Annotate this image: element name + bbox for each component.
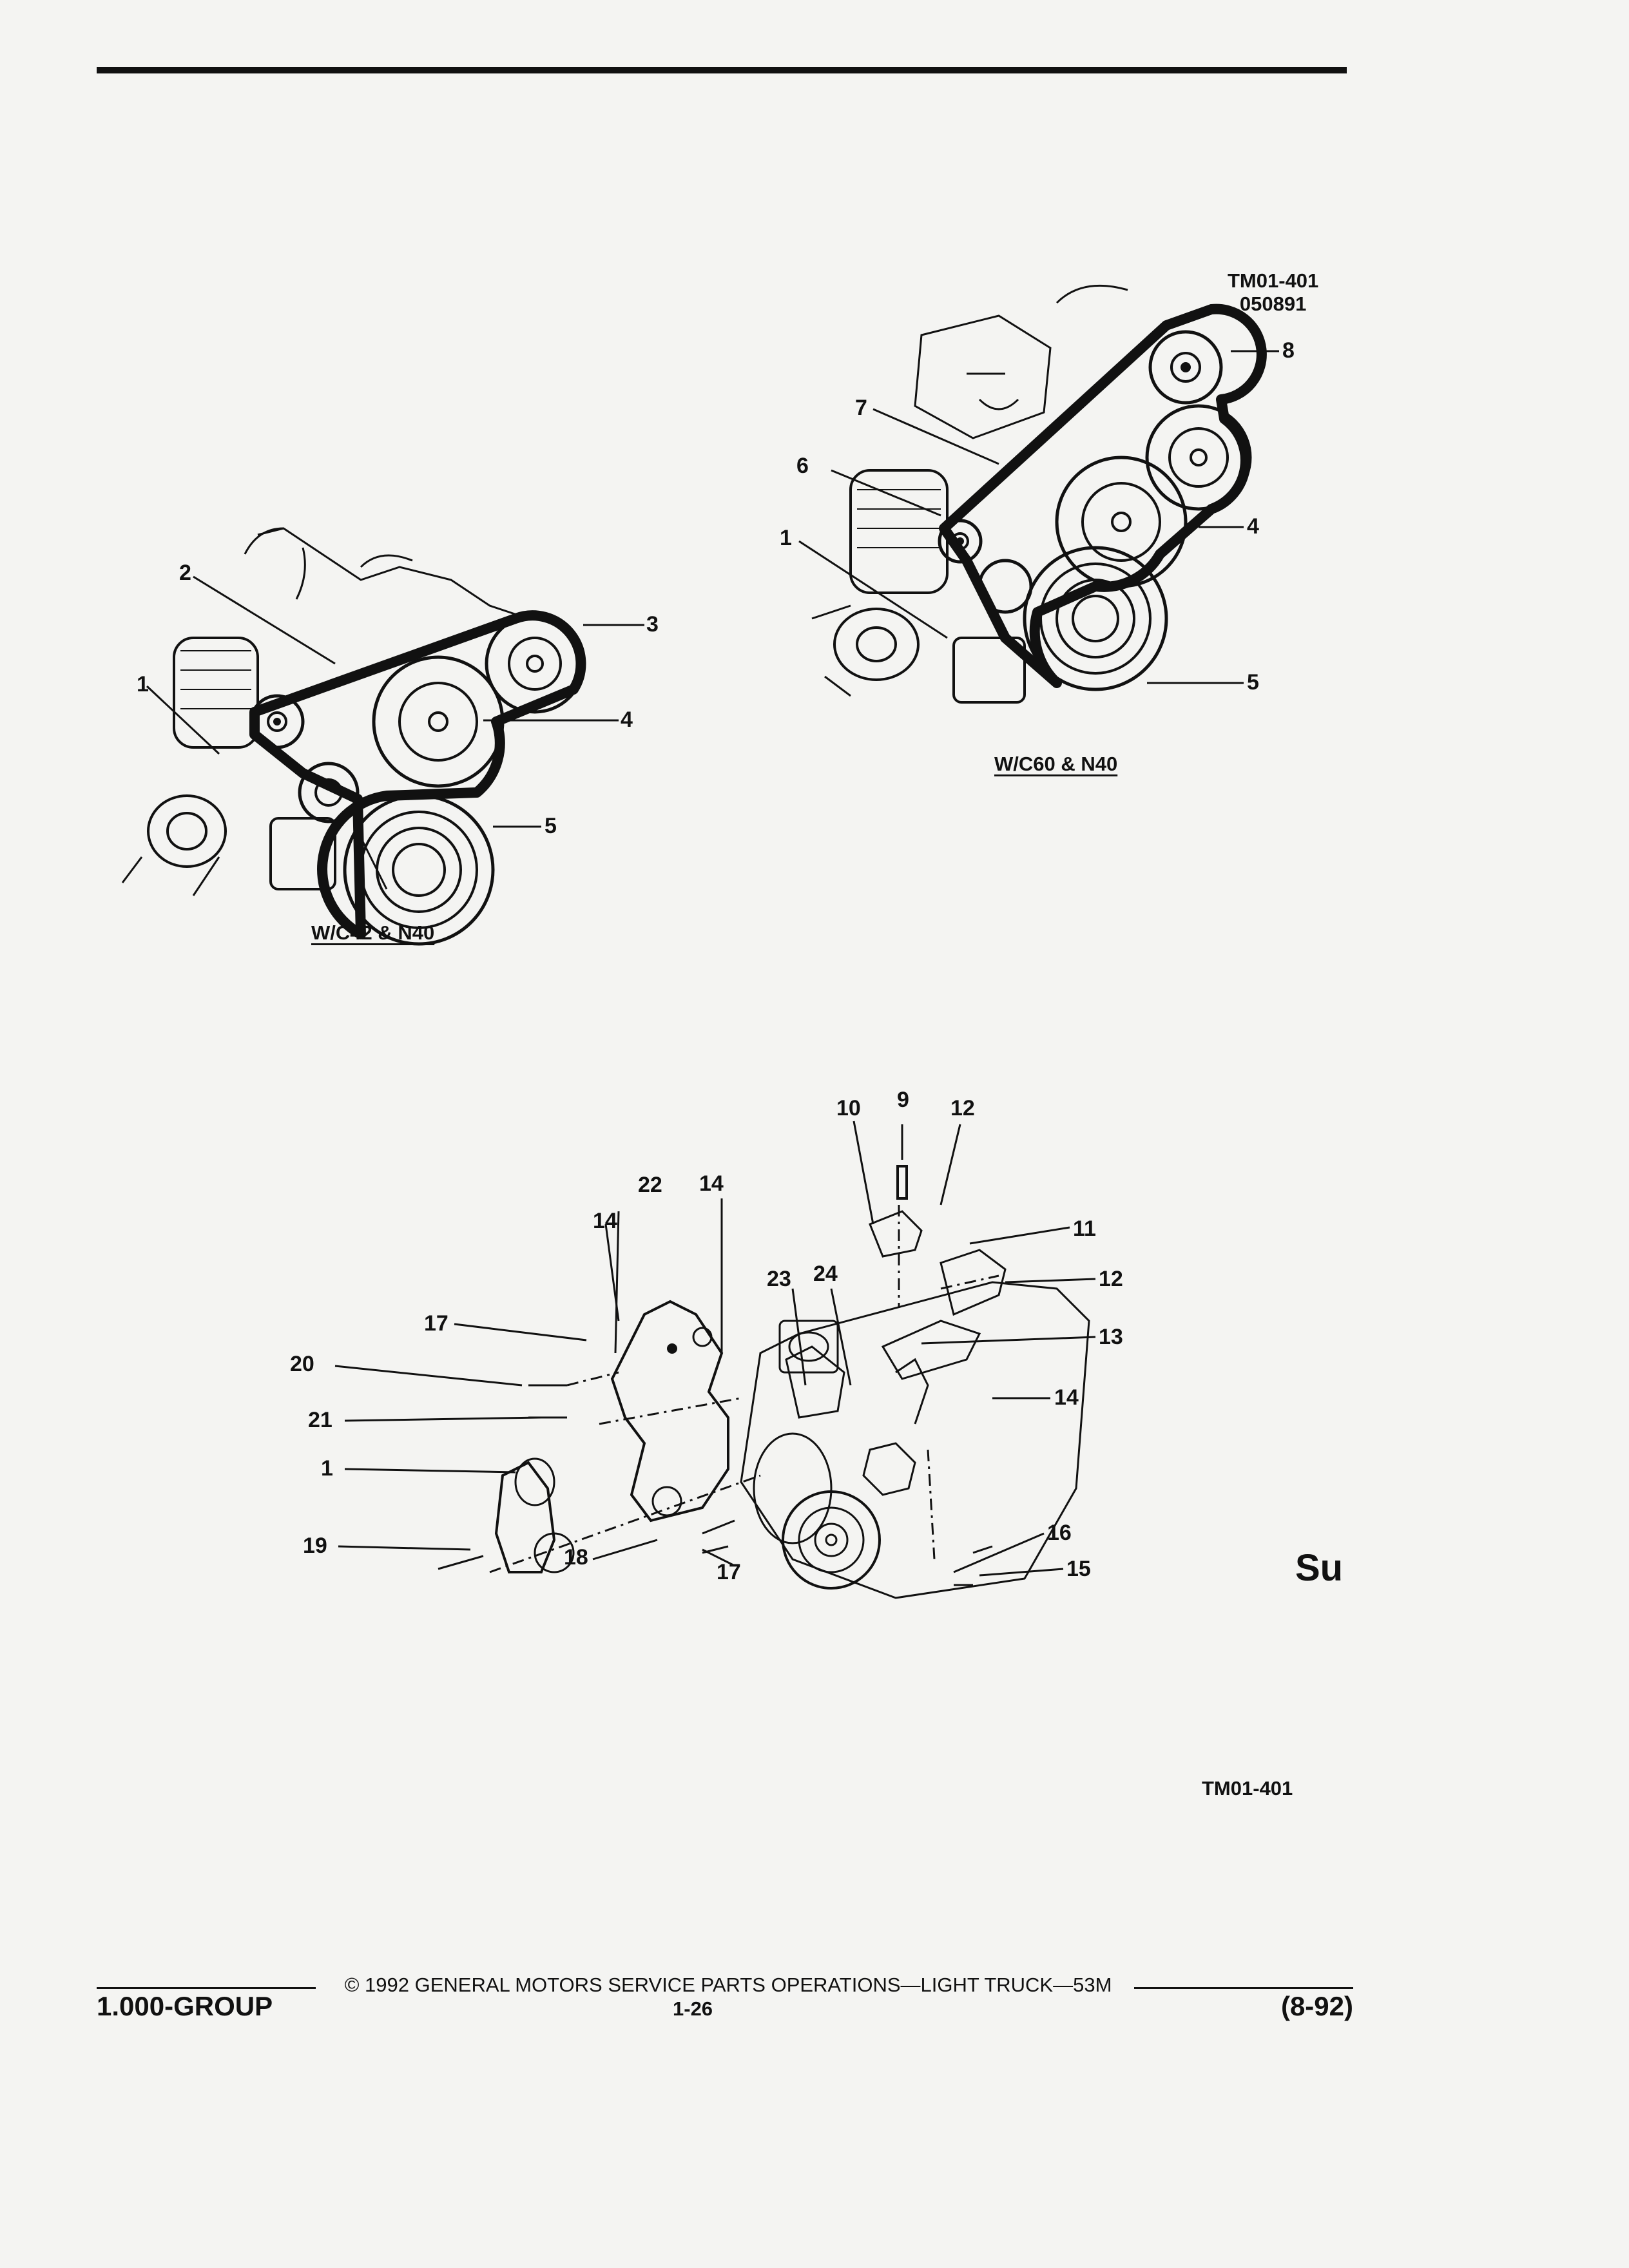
figure-c60-drawing (811, 284, 1267, 704)
footer-date: (8-92) (1280, 1991, 1353, 2021)
footer-page-number: 1-26 (673, 1997, 713, 2020)
callout-c42-5: 5 (545, 814, 557, 838)
callout-23: 23 (767, 1267, 791, 1291)
footer-copyright: © 1992 GENERAL MOTORS SERVICE PARTS OPER… (344, 1974, 1112, 1996)
footer-group: 1.000-GROUP (97, 1991, 273, 2021)
footer-rule-left (97, 1987, 316, 1989)
figure-c42-drawing (121, 527, 586, 946)
caption-c60: W/C60 & N40 (994, 753, 1118, 775)
callout-20: 20 (290, 1352, 314, 1376)
callout-16: 16 (1047, 1521, 1072, 1545)
callout-c42-1: 1 (137, 672, 149, 697)
spo-logo: Su (1295, 1547, 1344, 1589)
callout-17-bottom: 17 (717, 1560, 741, 1584)
top-rule (97, 67, 1347, 73)
callout-18: 18 (564, 1545, 588, 1570)
figure-code-top: TM01-401 (1228, 269, 1319, 292)
callout-24: 24 (813, 1262, 838, 1286)
callout-c60-4: 4 (1247, 514, 1259, 539)
callout-13: 13 (1099, 1325, 1123, 1349)
callout-10: 10 (836, 1096, 861, 1120)
callout-11: 11 (1073, 1216, 1096, 1241)
callout-21: 21 (308, 1408, 333, 1432)
callout-12-top: 12 (950, 1096, 975, 1120)
callout-c42-4: 4 (621, 707, 633, 732)
figure-exploded-drawing (438, 1165, 1090, 1599)
callout-c42-3: 3 (646, 612, 659, 637)
caption-c42: W/C42 & N40 (311, 921, 435, 944)
figure-code-sub: 050891 (1239, 292, 1307, 315)
callout-c60-8: 8 (1282, 338, 1295, 363)
callout-c60-1: 1 (780, 526, 792, 550)
callout-c42-2: 2 (179, 561, 191, 585)
callout-9: 9 (897, 1088, 909, 1112)
figure-code: TM01-401 050891 (1228, 269, 1318, 315)
callout-14-left: 14 (593, 1209, 617, 1233)
callout-14-top: 14 (699, 1171, 724, 1196)
callout-c60-5: 5 (1247, 670, 1259, 695)
callout-1-exploded: 1 (321, 1456, 333, 1481)
callout-15: 15 (1066, 1557, 1091, 1581)
callout-12-right: 12 (1099, 1267, 1123, 1291)
callout-c60-6: 6 (796, 454, 809, 478)
callout-22: 22 (638, 1173, 662, 1197)
leader-lines (146, 350, 1279, 1577)
bottom-figure-code: TM01-401 (1202, 1777, 1293, 1800)
callout-19: 19 (303, 1533, 327, 1558)
callout-14-right: 14 (1054, 1385, 1079, 1410)
callout-17-left: 17 (424, 1311, 448, 1336)
footer-rule-right (1134, 1987, 1353, 1989)
callout-c60-7: 7 (855, 396, 867, 420)
